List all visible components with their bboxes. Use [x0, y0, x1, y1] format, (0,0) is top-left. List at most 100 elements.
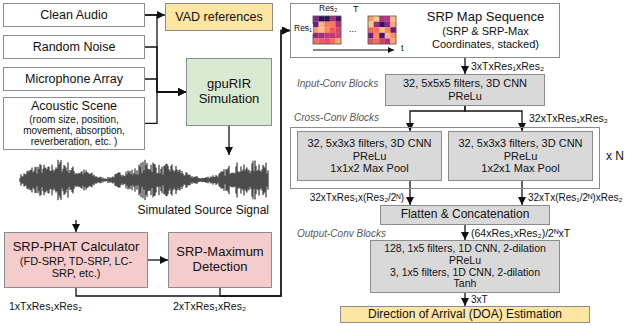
time-axis: [313, 50, 394, 51]
detector-box: SRP-Maximum Detection: [168, 232, 272, 288]
connector-arrow: [521, 181, 522, 205]
heatmap-cell: [379, 33, 385, 39]
heatmap-cell: [324, 16, 330, 22]
connector-arrow: [145, 79, 186, 92]
box-text: 1x1x2 Max Pool: [330, 162, 408, 175]
box-text: 1x2x1 Max Pool: [481, 162, 559, 175]
box-text: PReLu: [448, 90, 482, 103]
heatmap-cell: [374, 38, 380, 44]
dimension-label: (64xRes₁xRes₂)/2ᴺxT: [470, 227, 571, 239]
flatten-box: Flatten & Concatenation: [380, 205, 550, 225]
heatmap-cell: [368, 22, 374, 28]
heatmap-cell: [368, 38, 374, 44]
box-text: (SRP & SRP-Max Coordinates, stacked): [416, 25, 555, 50]
conv-block: 128, 1x5 filters, 1D CNN, 2-dilationPReL…: [370, 240, 560, 293]
heatmap-cell: [319, 16, 325, 22]
heatmap-cell: [330, 38, 336, 44]
heatmap-cell: [335, 27, 341, 33]
dimension-label: 32xTx(Res₁/2ᴺ)xRes₂: [527, 192, 623, 204]
heatmap-cell: [390, 33, 396, 39]
heatmap-cell: [335, 33, 341, 39]
output-box: Direction of Arrival (DOA) Estimation: [340, 306, 590, 323]
connector-arrow: [148, 259, 168, 260]
heatmap-cell: [330, 27, 336, 33]
dimension-label: 3xT: [470, 294, 489, 306]
waveform-trace: [20, 160, 268, 200]
heatmap-cell: [319, 33, 325, 39]
heatmap-cell: [313, 27, 319, 33]
heatmap-cell: [379, 38, 385, 44]
heatmap-cell: [374, 16, 380, 22]
heatmap-cell: [324, 27, 330, 33]
connector-arrow: [145, 92, 186, 123]
heatmap-cell: [379, 16, 385, 22]
section-label: Input-Conv Blocks: [296, 78, 379, 90]
heatmap-cell: [335, 22, 341, 28]
heatmap-cell: [330, 22, 336, 28]
heatmap-cell: [390, 22, 396, 28]
box-title: SRP Map Sequence: [427, 10, 545, 25]
heatmap-cell: [319, 27, 325, 33]
heatmap-cell: [374, 33, 380, 39]
dimension-label: 2xTxRes₁xRes₂: [172, 300, 247, 312]
dimension-label: 32xTxRes₁x(Res₂/2ᴺ): [309, 192, 405, 204]
box-title: SRP-Maximum Detection: [173, 245, 267, 275]
axis-label: ...: [348, 24, 358, 34]
section-label: Output-Conv Blocks: [296, 228, 387, 240]
heatmap-cell: [330, 16, 336, 22]
dimension-label: 32xTxRes₁xRes₂: [528, 112, 609, 124]
group-box: Cross-Conv Blocks32, 5x3x3 filters, 3D C…: [290, 127, 600, 189]
heatmap-cell: [374, 27, 380, 33]
heatmap-cell: [385, 38, 391, 44]
heatmap-cell: [313, 33, 319, 39]
box-title: 128, 1x5 filters, 1D CNN, 2-dilation: [384, 243, 546, 255]
axis-label: T: [352, 4, 360, 14]
heatmap-cell: [374, 22, 380, 28]
input-box: Microphone Array: [3, 67, 145, 91]
dimension-label: 1xTxRes₁xRes₂: [8, 300, 83, 312]
input-box: Random Noise: [3, 35, 145, 59]
simulator-box: gpuRIR Simulation: [186, 58, 272, 126]
box-title: 32, 5x3x3 filters, 3D CNN: [307, 137, 431, 150]
box-text: Tanh: [454, 278, 477, 290]
heatmap-cell: [313, 38, 319, 44]
axis-label: x N: [605, 150, 625, 164]
heatmap-cell: [335, 16, 341, 22]
heatmap-cell: [385, 22, 391, 28]
heatmap-cell: [324, 33, 330, 39]
conv-block: 32, 5x5x5 filters, 3D CNNPReLu: [385, 74, 545, 106]
heatmap-cell: [319, 22, 325, 28]
box-text: 3, 1x5 filters, 1D CNN, 2-dilation: [390, 267, 540, 279]
connector-arrow: [464, 225, 465, 240]
box-title: Acoustic Scene: [31, 100, 117, 114]
heatmap-frame: [368, 16, 396, 44]
connector-arrow: [409, 181, 410, 205]
calculator-box: SRP-PHAT Calculator(FD-SRP, TD-SRP, LC-S…: [4, 232, 148, 288]
heatmap-cell: [335, 38, 341, 44]
box-title: Simulated Source Signal: [138, 204, 269, 218]
heatmap-cell: [385, 33, 391, 39]
heatmap-cell: [319, 38, 325, 44]
box-text: PReLu: [504, 150, 538, 163]
heatmap-frame: [313, 16, 341, 44]
connector-arrow: [145, 47, 186, 92]
box-title: gpuRIR Simulation: [191, 77, 267, 107]
box-title: Clean Audio: [40, 8, 107, 22]
box-title: Direction of Arrival (DOA) Estimation: [368, 308, 562, 322]
axis-label: Res₂: [318, 4, 338, 14]
heatmap-cell: [368, 33, 374, 39]
box-text: (FD-SRP, TD-SRP, LC-SRP, etc.): [9, 255, 143, 280]
heatmap-cell: [368, 27, 374, 33]
box-text: PReLu: [353, 150, 387, 163]
input-box: Clean Audio: [3, 3, 145, 27]
connector-arrow: [464, 58, 465, 74]
connector-arrow: [464, 293, 465, 306]
waveform-node: Simulated Source Signal: [15, 155, 273, 220]
heatmap-cell: [313, 22, 319, 28]
heatmap-cell: [313, 16, 319, 22]
output-box: VAD references: [165, 3, 273, 31]
heatmap-cell: [368, 16, 374, 22]
group-heading: Cross-Conv Blocks: [294, 112, 379, 124]
